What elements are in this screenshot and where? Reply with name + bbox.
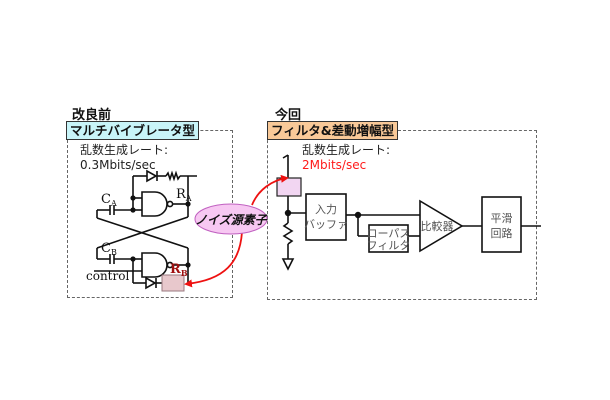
noise-element-rb: [161, 274, 185, 292]
ra-label: RA: [176, 187, 192, 203]
filter-diffamp-circuit: [276, 154, 541, 271]
smoothing-circuit-block: [481, 196, 522, 253]
control-label: control: [86, 269, 129, 283]
right-rate-value: 2Mbits/sec: [302, 158, 367, 172]
cb-label: CB: [101, 241, 117, 257]
nand-a-bubble: [166, 200, 174, 208]
multivibrator-type-tag: マルチバイブレータ型: [66, 121, 200, 140]
ground-icon: [281, 258, 295, 271]
lowpass-label-1: ローパス: [367, 227, 411, 240]
resistor-top-icon: [165, 170, 181, 182]
diode-top-icon: [146, 169, 158, 183]
lowpass-label-2: フィルタ: [367, 239, 411, 252]
left-rate-label: 乱数生成レート:: [80, 143, 169, 157]
ca-label: CA: [101, 192, 117, 208]
arrow-to-rb: [184, 231, 243, 288]
left-rate-value: 0.3Mbits/sec: [80, 158, 156, 172]
arrow-to-right-noise-element: [251, 174, 289, 206]
right-heading: 今回: [275, 108, 302, 123]
filter-diffamp-type-tag: フィルタ&差動増幅型: [267, 121, 399, 140]
nand-gate-a-icon: [141, 191, 168, 217]
right-frame: [267, 130, 537, 300]
comparator-icon: [419, 199, 464, 253]
noise-source-callout-label: ノイズ源素子: [195, 213, 269, 227]
rb-label: RB: [170, 262, 188, 278]
nand-b-bubble: [166, 261, 174, 269]
diode-bottom-icon: [145, 276, 157, 290]
multivibrator-circuit: [94, 169, 197, 290]
input-buffer-label-1: 入力: [315, 203, 337, 216]
resistor-icon: [282, 222, 294, 245]
left-heading: 改良前: [72, 108, 112, 123]
input-buffer-block: [305, 193, 347, 241]
supply-icon: [282, 154, 289, 178]
input-buffer-label-2: バッファ: [304, 218, 348, 231]
nand-gate-b-icon: [141, 252, 168, 278]
right-rate-label: 乱数生成レート:: [302, 143, 391, 157]
comparator-label: 比較器: [421, 219, 454, 233]
lowpass-filter-block: [368, 224, 409, 253]
noise-source-element: [276, 177, 302, 197]
smoothing-label-2: 回路: [491, 227, 513, 240]
smoothing-label-1: 平滑: [491, 212, 513, 225]
noise-source-callout: [194, 203, 268, 235]
cross-wire: [96, 216, 189, 249]
